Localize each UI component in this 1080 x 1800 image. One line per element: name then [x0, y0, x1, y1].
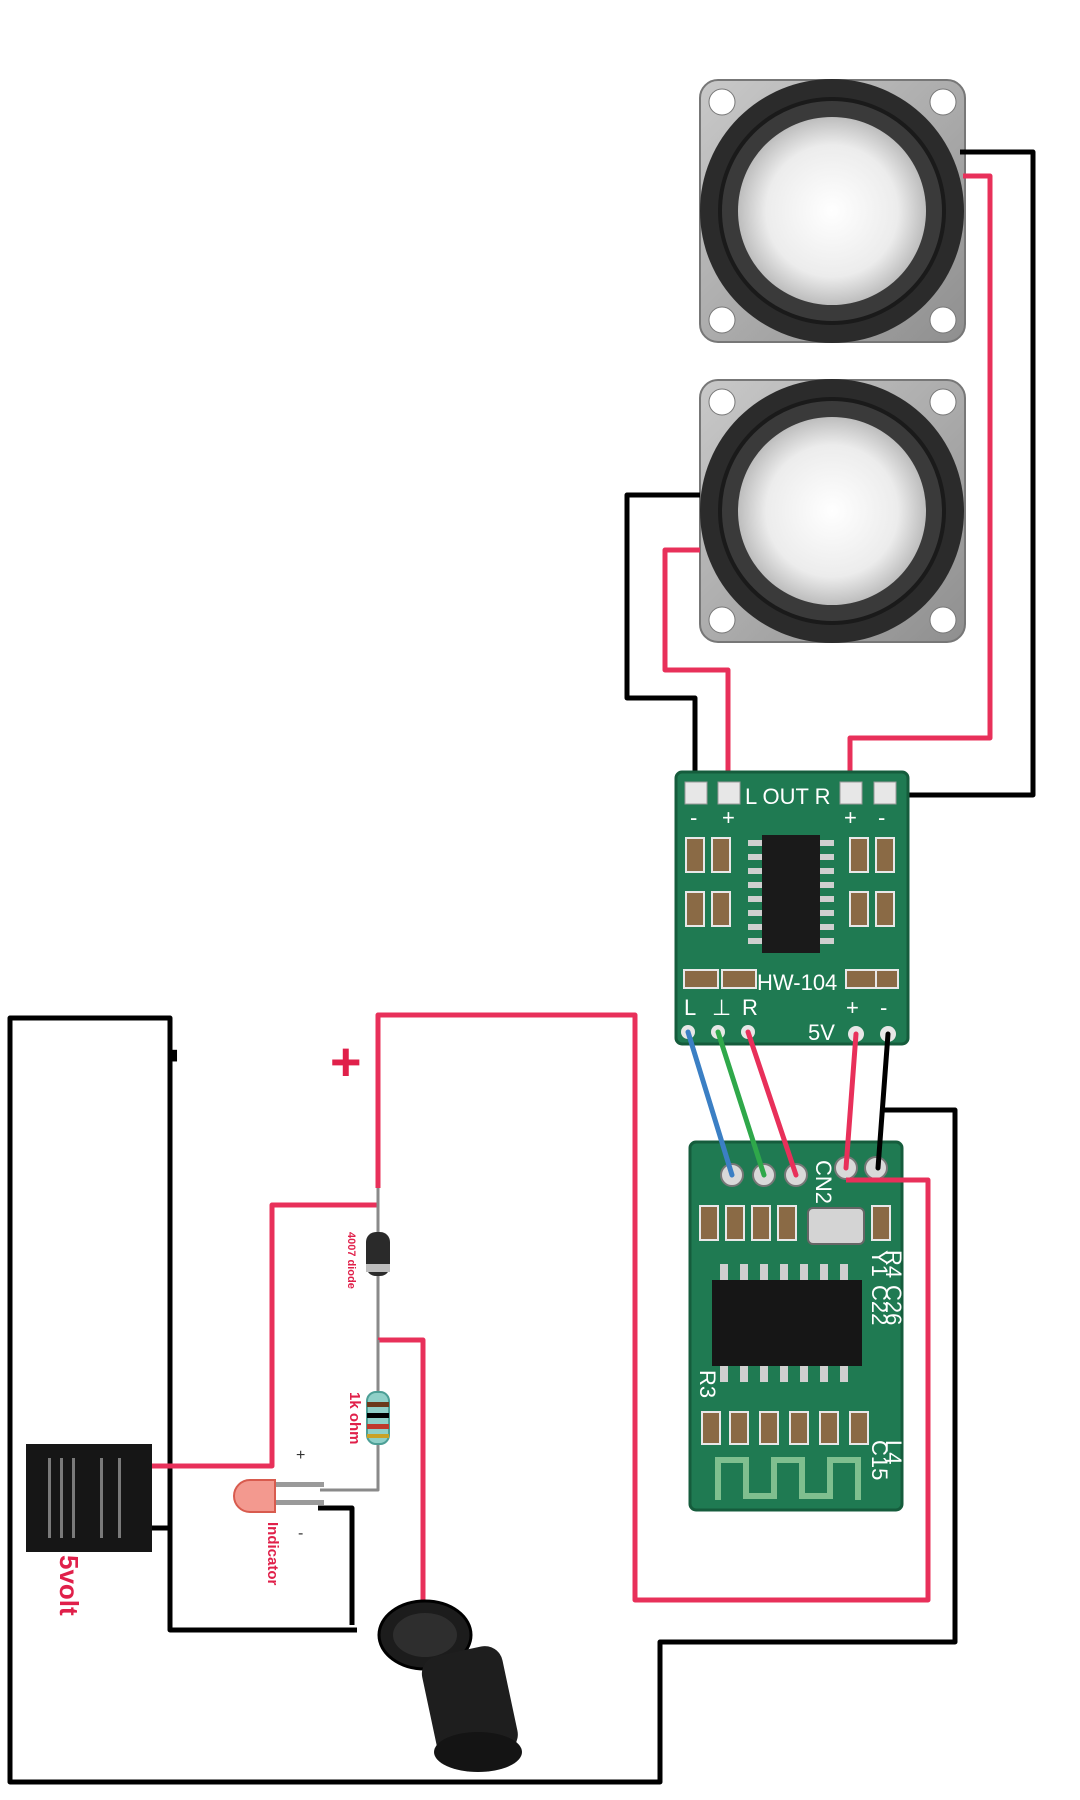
wire-resistor-lead [320, 1340, 380, 1492]
rocker-switch [377, 1599, 522, 1772]
bt-mark-c26: C26 [881, 1285, 906, 1325]
bt-mark-r3: R3 [695, 1370, 720, 1398]
bt-mark-c15: C15 [867, 1440, 892, 1480]
wire-bt-5v-red [843, 1031, 859, 1171]
diode-4007: 4007 diode [345, 1232, 390, 1289]
wire-led-black [318, 1505, 355, 1625]
power-wires [7, 1012, 958, 1785]
bluetooth-module: CN2 Y1 R4 C22 C26 C15 L4 R3 [688, 1140, 906, 1512]
bt-mark-r4: R4 [881, 1250, 906, 1278]
wire-right-speaker-black [880, 149, 1036, 798]
amp-pin-top-1: - [690, 805, 697, 830]
wire-bt-gnd-black [875, 1031, 891, 1171]
bt-mark-c22: C22 [867, 1285, 892, 1325]
amp-pin-gnd-label: ⊥ [712, 995, 731, 1020]
led-label: Indicator [264, 1522, 281, 1586]
wire-battery-red [152, 1202, 378, 1469]
wire-switch-red [378, 1337, 426, 1620]
amp-pin-minus-label: - [880, 995, 887, 1020]
amp-model-label: HW-104 [757, 970, 837, 995]
wire-audio-green [715, 1029, 767, 1178]
amp-pin-top-4: - [878, 805, 885, 830]
amp-pin-5v-label: 5V [808, 1020, 835, 1045]
battery-label: 5volt [54, 1555, 84, 1616]
resistor-label: 1k ohm [346, 1392, 363, 1445]
diode-label: 4007 diode [345, 1232, 357, 1289]
minus-marker: - [152, 1048, 204, 1063]
led-minus-label: - [298, 1525, 303, 1542]
wire-right-speaker-red [847, 173, 993, 782]
amp-pin-l-label: L [684, 995, 696, 1020]
battery-5v: 5volt [26, 1444, 152, 1616]
amp-out-label: L OUT R [745, 784, 831, 809]
wire-main-red [375, 1012, 931, 1603]
wire-audio-red [745, 1029, 799, 1178]
bt-mark-cn2: CN2 [811, 1160, 836, 1204]
wire-audio-blue [685, 1029, 735, 1178]
amplifier-board: L OUT R - + + - HW-104 L ⊥ R [674, 770, 910, 1046]
bt-mark-l4: L4 [881, 1440, 906, 1464]
led-plus-label: + [296, 1447, 305, 1464]
speaker-bottom [699, 379, 966, 643]
resistor-1k: 1k ohm [346, 1391, 390, 1445]
indicator-led: + - Indicator [233, 1447, 324, 1586]
speaker-wires [624, 149, 1036, 798]
amp-pin-r-label: R [742, 995, 758, 1020]
amp-pin-top-2: + [722, 805, 735, 830]
wire-main-black-right [7, 1015, 958, 1785]
speaker-top [699, 79, 966, 343]
wire-left-speaker-black [624, 492, 700, 782]
signal-wires [685, 1029, 891, 1178]
bt-mark-y1: Y1 [867, 1250, 892, 1277]
amp-pin-plus-label: + [846, 995, 859, 1020]
wire-left-speaker-red [662, 547, 731, 782]
amp-pin-top-3: + [844, 805, 857, 830]
plus-marker: + [330, 1032, 362, 1092]
